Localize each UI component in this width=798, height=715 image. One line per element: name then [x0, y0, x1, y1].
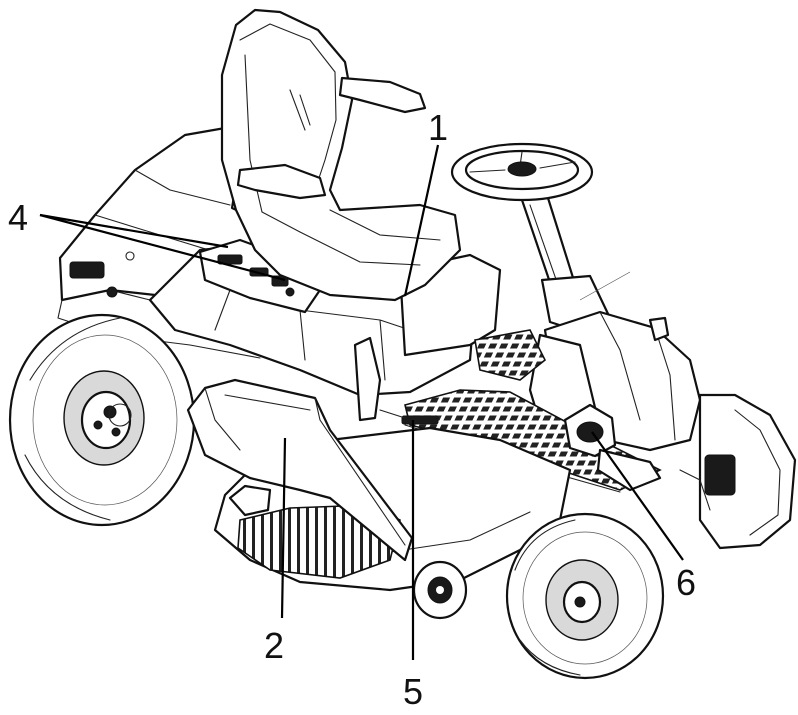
front-wheel-left [507, 514, 663, 678]
rear-wheel-left [10, 315, 194, 525]
callout-5: 5 [403, 671, 423, 712]
front-wheel-right [680, 395, 795, 548]
callout-1: 1 [428, 107, 448, 148]
callout-2: 2 [264, 625, 284, 666]
callout-6: 6 [676, 562, 696, 603]
callout-4: 4 [8, 197, 28, 238]
